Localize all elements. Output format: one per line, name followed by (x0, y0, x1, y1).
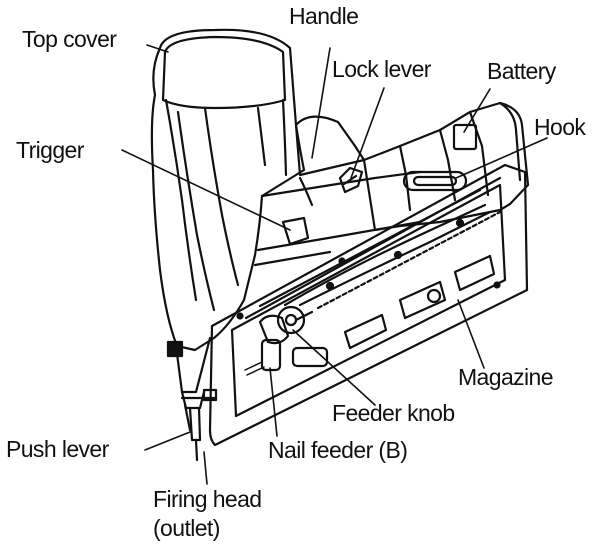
leader-battery (464, 89, 490, 132)
leader-firing-head (204, 452, 207, 484)
leader-nail-feeder (270, 368, 277, 436)
label-feeder-knob: Feeder knob (332, 400, 455, 426)
label-nail-feeder-b: Nail feeder (B) (268, 437, 407, 463)
leader-handle (312, 48, 330, 158)
leader-lock-lever (351, 88, 384, 178)
leader-hook (456, 138, 547, 178)
feeder-assembly (260, 307, 304, 370)
trigger-part (283, 218, 308, 244)
leader-push-lever (145, 432, 190, 450)
label-hook: Hook (534, 114, 585, 140)
leader-magazine (458, 300, 484, 368)
motor-housing (152, 30, 304, 350)
label-magazine: Magazine (458, 364, 553, 390)
hook-part (404, 172, 466, 190)
handle (296, 117, 364, 205)
label-battery: Battery (487, 58, 556, 84)
label-outlet: (outlet) (153, 515, 220, 541)
label-trigger: Trigger (16, 137, 84, 163)
label-lock-lever: Lock lever (332, 56, 431, 82)
label-handle: Handle (289, 3, 358, 29)
label-top-cover: Top cover (22, 26, 116, 52)
label-firing-head: Firing head (153, 486, 261, 512)
leader-top-cover (147, 45, 168, 52)
label-push-lever: Push lever (6, 436, 109, 462)
nose-assembly (168, 338, 216, 460)
